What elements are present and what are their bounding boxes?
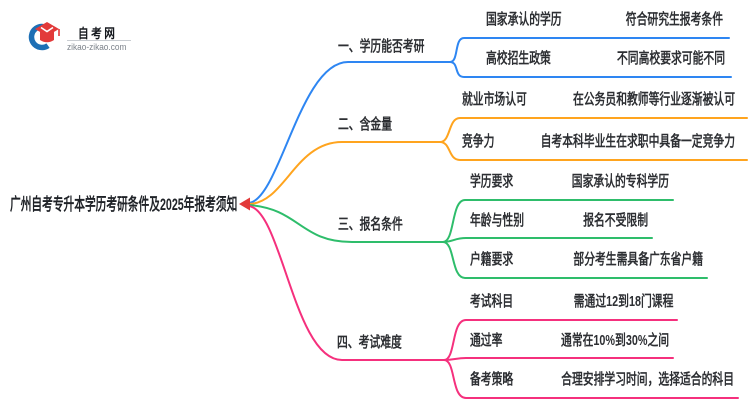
site-url: zikao-zikao.com xyxy=(67,42,127,52)
logo-divider xyxy=(67,40,131,41)
node-row: 备考策略 合理安排学习时间，选择适合的科目 xyxy=(470,372,734,388)
node-desc: 合理安排学习时间，选择适合的科目 xyxy=(561,371,734,388)
node-row: 就业市场认可 在公务员和教师等行业逐渐被认可 xyxy=(462,92,735,108)
node-label: 学历要求 xyxy=(470,173,514,190)
node-desc: 需通过12到18门课程 xyxy=(573,293,673,310)
branch-label-4: 四、考试难度 xyxy=(337,334,402,351)
node-label: 通过率 xyxy=(470,332,503,349)
node-label: 高校招生政策 xyxy=(486,50,551,67)
node-row: 竞争力 自考本科毕业生在求职中具备一定竞争力 xyxy=(462,134,735,150)
node-desc: 通常在10%到30%之间 xyxy=(560,332,669,349)
node-label: 户籍要求 xyxy=(470,251,514,268)
node-label: 竞争力 xyxy=(462,133,495,150)
central-topic: 广州自考专升本学历考研条件及2025年报考须知 xyxy=(10,195,238,214)
node-row: 国家承认的学历 符合研究生报考条件 xyxy=(486,12,723,28)
branch-label-2: 二、含金量 xyxy=(338,116,393,133)
node-label: 考试科目 xyxy=(470,293,514,310)
node-row: 户籍要求 部分考生需具备广东省户籍 xyxy=(470,252,703,268)
node-row: 考试科目 需通过12到18门课程 xyxy=(470,294,673,310)
node-row: 通过率 通常在10%到30%之间 xyxy=(470,333,669,349)
node-desc: 在公务员和教师等行业逐渐被认可 xyxy=(572,91,735,108)
node-label: 国家承认的学历 xyxy=(486,11,562,28)
node-label: 年龄与性别 xyxy=(470,212,525,229)
node-row: 年龄与性别 报名不受限制 xyxy=(470,213,648,229)
center-arrow-icon xyxy=(239,197,250,211)
branch-label-1: 一、学历能否考研 xyxy=(338,38,425,55)
graduation-cap-icon xyxy=(28,22,60,51)
node-desc: 部分考生需具备广东省户籍 xyxy=(573,251,703,268)
node-row: 学历要求 国家承认的专科学历 xyxy=(470,174,669,190)
node-row: 高校招生政策 不同高校要求可能不同 xyxy=(486,51,725,67)
node-desc: 报名不受限制 xyxy=(583,212,648,229)
node-desc: 自考本科毕业生在求职中具备一定竞争力 xyxy=(540,133,735,150)
node-desc: 符合研究生报考条件 xyxy=(625,11,723,28)
site-logo: 自考网 zikao-zikao.com xyxy=(28,19,143,55)
node-label: 就业市场认可 xyxy=(462,91,527,108)
node-label: 备考策略 xyxy=(470,371,514,388)
site-name: 自考网 xyxy=(78,26,118,41)
node-desc: 不同高校要求可能不同 xyxy=(616,50,725,67)
node-desc: 国家承认的专科学历 xyxy=(571,173,669,190)
branch-label-3: 三、报名条件 xyxy=(338,216,403,233)
